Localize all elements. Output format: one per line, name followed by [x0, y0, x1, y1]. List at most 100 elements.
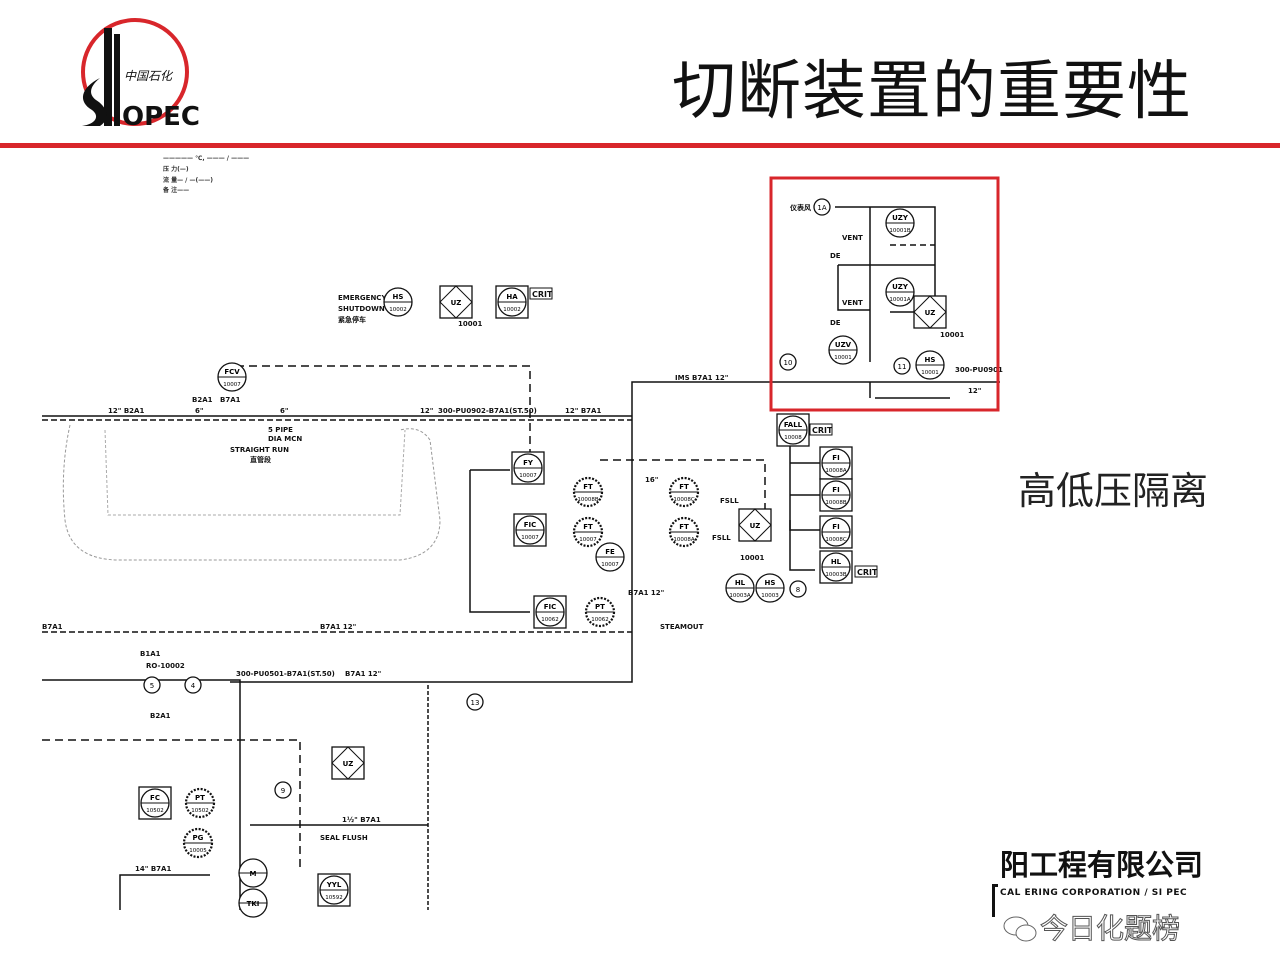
- instrument-number: 10502: [146, 808, 164, 814]
- company-name-en: CAL ERING CORPORATION / SI PEC: [1000, 888, 1188, 898]
- line-label: RO-10002: [146, 662, 185, 670]
- company-bracket: [992, 884, 998, 917]
- svg-text:5: 5: [150, 682, 154, 690]
- line-label: B7A1 12": [320, 623, 356, 631]
- instrument-number: 10003B: [825, 572, 846, 578]
- instrument-tag: HL: [831, 558, 842, 566]
- instrument-number: 10003: [761, 593, 779, 599]
- crit-tags: CRIT CRIT CRIT: [529, 287, 878, 578]
- esd-labels: EMERGENCY SHUTDOWN 紧急停车 10001: [338, 294, 482, 328]
- line-label: B7A1 12": [345, 670, 381, 678]
- svg-text:EMERGENCY: EMERGENCY: [338, 294, 387, 302]
- callout-bubble: 13: [466, 693, 484, 711]
- line-label: 14" B7A1: [135, 865, 171, 873]
- svg-text:CRIT: CRIT: [812, 426, 833, 435]
- header-divider: [0, 143, 1280, 148]
- line-label: STRAIGHT RUN: [230, 446, 289, 454]
- instrument-layer: HS10002UZHA10002FCV10007FY10007FT10008BF…: [138, 208, 947, 918]
- instrument-hl: HL 10003B: [819, 550, 853, 584]
- line-label: DE: [830, 319, 841, 327]
- instrument-tag: FIC: [544, 603, 557, 611]
- line-label: 直管段: [250, 455, 271, 464]
- instrument-number: 10008A: [825, 468, 846, 474]
- line-label: SEAL FLUSH: [320, 834, 368, 842]
- svg-text:8: 8: [796, 586, 800, 594]
- svg-text:OPEC: OPEC: [122, 102, 200, 132]
- instrument-number: 10002: [503, 307, 521, 313]
- line-label: 300-PU0902-B7A1(ST.50): [438, 407, 537, 415]
- instrument-uz: UZ: [913, 295, 947, 329]
- line-label: B1A1: [140, 650, 161, 658]
- svg-text:CRIT: CRIT: [857, 568, 878, 577]
- line-label: 300-PU0501-B7A1(ST.50): [236, 670, 335, 678]
- instrument-tag: FCV: [224, 368, 240, 376]
- instrument-uzy: UZY 10001A: [885, 277, 915, 307]
- instrument-number: 10007: [579, 537, 597, 543]
- instrument-tag: UZY: [892, 214, 909, 222]
- header-notes: ————— ℃, ——— / ——— 压 力(—) 流 量— / —(——) 备…: [162, 155, 249, 194]
- instrument-number: 10001B: [889, 228, 910, 234]
- instrument-tag: UZ: [750, 522, 761, 530]
- instrument-number: 10001A: [889, 297, 910, 303]
- instrument-tag: FI: [832, 523, 839, 531]
- instrument-number: 10008B: [825, 500, 846, 506]
- instrument-m: M: [238, 858, 268, 888]
- line-label: IMS B7A1 12": [675, 374, 728, 382]
- line-label: STEAMOUT: [660, 623, 704, 631]
- line-label: 12": [968, 387, 981, 395]
- svg-text:9: 9: [281, 787, 285, 795]
- slide-title: 切断装置的重要性: [672, 55, 1192, 129]
- callout-bubble: 5: [143, 676, 161, 694]
- line-label: B7A1: [220, 396, 241, 404]
- instrument-tag: FC: [150, 794, 160, 802]
- instrument-number: 10007: [223, 382, 241, 388]
- line-label: 仪表风: [789, 203, 811, 212]
- instrument-tag: YYL: [326, 881, 342, 889]
- highlight-box: [769, 176, 1000, 412]
- line-label: B7A1: [42, 623, 63, 631]
- wechat-icon: [1003, 916, 1037, 942]
- instrument-number: 10001: [921, 370, 939, 376]
- line-label: FSLL: [720, 497, 739, 505]
- line-label: DE: [830, 252, 841, 260]
- instrument-tag: TKI: [247, 900, 260, 908]
- svg-text:13: 13: [471, 699, 480, 707]
- instrument-tag: FIC: [524, 521, 537, 529]
- line-label: 5 PIPE: [268, 426, 293, 434]
- instrument-tag: M: [250, 870, 257, 878]
- line-label: B2A1: [150, 712, 171, 720]
- instrument-uz: UZ: [439, 285, 473, 319]
- instrument-tag: HL: [735, 579, 746, 587]
- svg-text:1A: 1A: [817, 204, 826, 212]
- svg-text:紧急停车: 紧急停车: [338, 315, 366, 324]
- svg-text:10: 10: [784, 359, 793, 367]
- instrument-uzy: UZY 10001B: [885, 208, 915, 238]
- line-label: 6": [195, 407, 204, 415]
- instrument-number: 10008: [784, 435, 802, 441]
- instrument-tag: UZY: [892, 283, 909, 291]
- line-label: 6": [280, 407, 289, 415]
- sinopec-logo: OPEC 中国石化: [81, 18, 200, 132]
- callout-bubble: 8: [789, 580, 807, 598]
- instrument-uz: UZ: [738, 508, 772, 542]
- line-label: FSLL: [712, 534, 731, 542]
- line-label: 12" B2A1: [108, 407, 144, 415]
- company-name: 阳工程有限公司: [1000, 848, 1204, 882]
- instrument-tag: FT: [583, 483, 593, 491]
- svg-text:4: 4: [191, 682, 196, 690]
- line-label: VENT: [842, 299, 863, 307]
